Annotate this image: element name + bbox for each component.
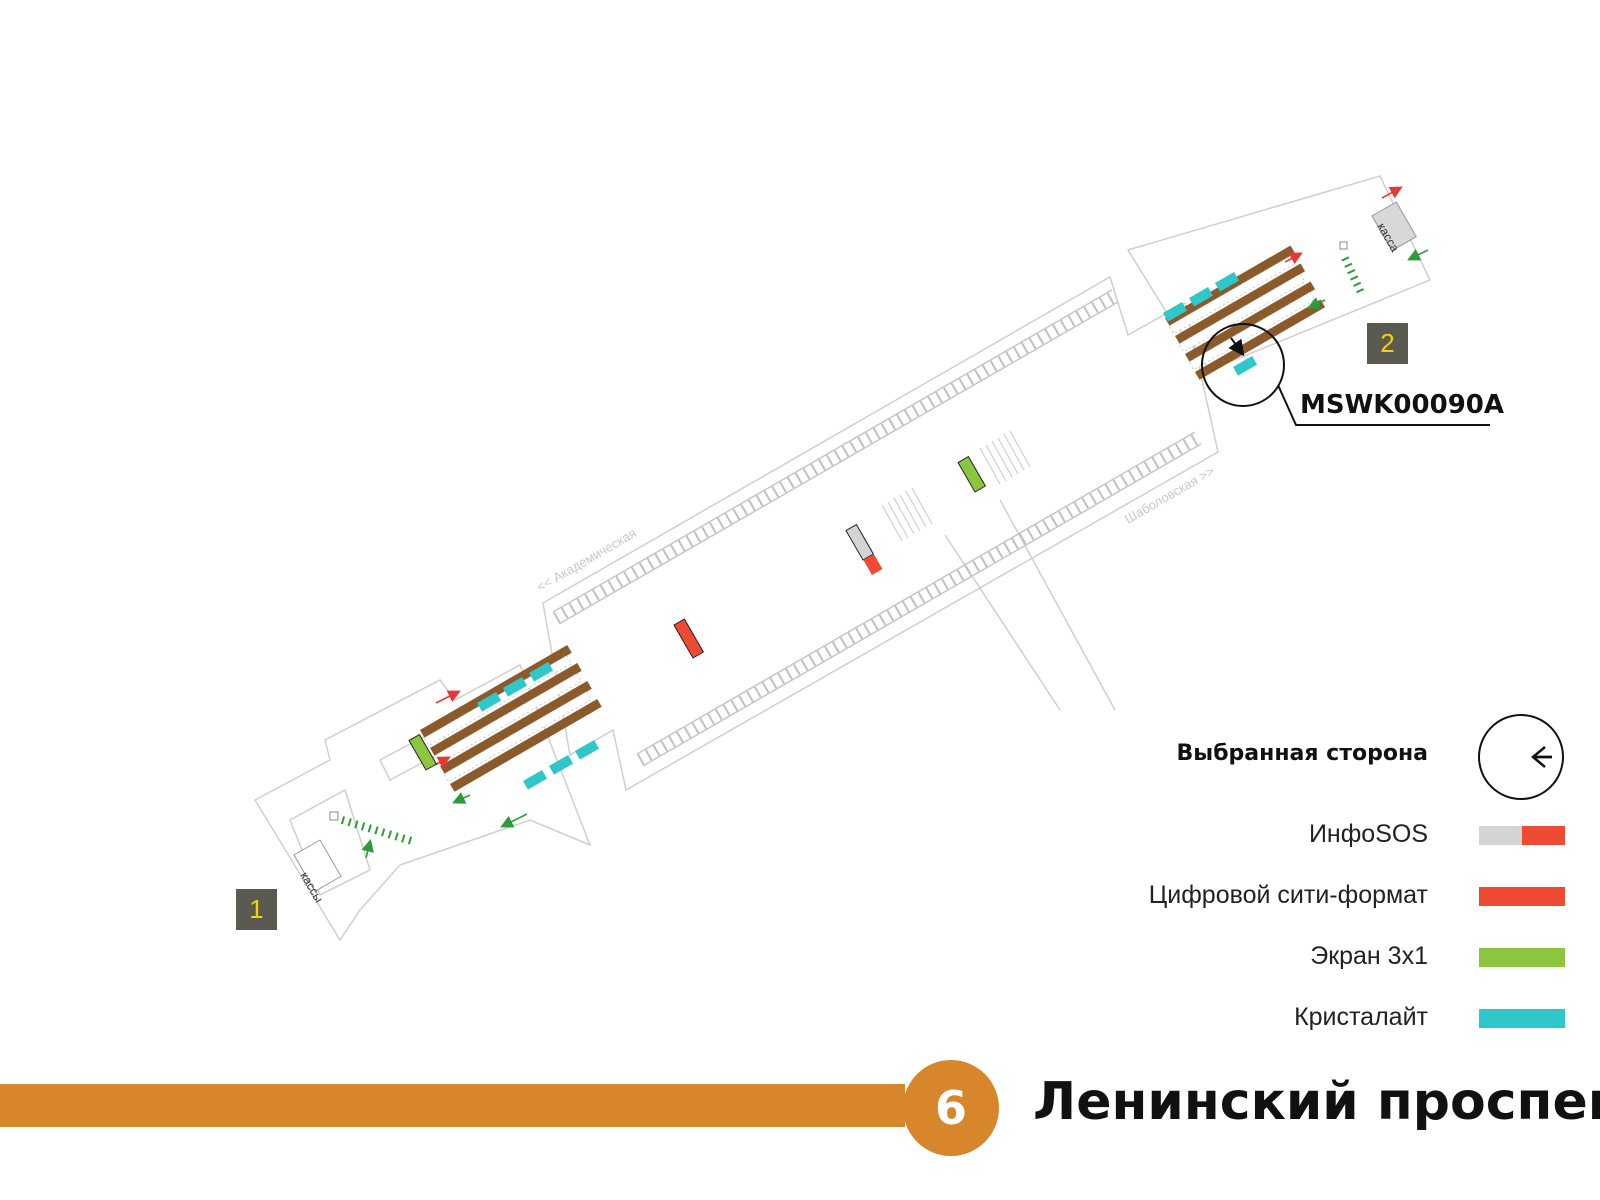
legend-title: Выбранная сторона bbox=[1176, 741, 1428, 766]
crystalite-panel bbox=[1163, 302, 1188, 322]
selected-side-callout bbox=[1201, 323, 1490, 426]
infosos bbox=[845, 523, 875, 561]
platform-outline bbox=[542, 275, 1219, 792]
crystalite-panel bbox=[575, 740, 600, 760]
legend-label-city-format: Цифровой сити-формат bbox=[1148, 881, 1428, 909]
infosos-units bbox=[845, 523, 883, 576]
crystalite-panel bbox=[522, 770, 548, 790]
cashier-1: кассы bbox=[293, 839, 342, 905]
screen-3x1 bbox=[957, 455, 987, 493]
direction-right: Шаболовская >> bbox=[1122, 463, 1217, 526]
turnstiles-1 bbox=[329, 811, 417, 846]
escalators-1 bbox=[420, 645, 602, 792]
city-format bbox=[673, 618, 705, 659]
legend-label-crystalite: Кристалайт bbox=[1294, 1003, 1428, 1031]
stairs-right bbox=[979, 430, 1031, 485]
station-name: Ленинский проспект bbox=[1033, 1072, 1600, 1132]
crystalite-panel bbox=[1189, 286, 1214, 307]
legend-label-infosos: ИнфоSOS bbox=[1308, 820, 1428, 848]
vestibule-2-outline bbox=[1126, 175, 1432, 371]
legend-selected-side-icon bbox=[1478, 714, 1564, 800]
crystalite-panels bbox=[477, 272, 1258, 790]
legend-swatch-infosos bbox=[1479, 826, 1565, 845]
legend-swatch-screen-3x1 bbox=[1479, 948, 1565, 967]
escalators-2 bbox=[1165, 245, 1326, 380]
stairs-left bbox=[881, 487, 933, 542]
infosos-red bbox=[863, 554, 883, 576]
entrance-2-badge: 2 bbox=[1367, 323, 1408, 364]
crystalite-panel bbox=[503, 677, 528, 697]
screens-3x1 bbox=[408, 455, 987, 771]
cashier-2: касса bbox=[1371, 201, 1417, 255]
crystalite-panel-selected bbox=[1233, 355, 1258, 376]
line-number-circle: 6 bbox=[903, 1060, 999, 1156]
callout-label: MSWK00090A bbox=[1300, 390, 1505, 420]
line-bar bbox=[0, 1084, 905, 1127]
entrance-1-badge: 1 bbox=[236, 889, 277, 930]
vestibule-1-outline bbox=[253, 663, 592, 942]
flow-arrows bbox=[361, 186, 1429, 859]
direction-left: << Академическая bbox=[534, 525, 639, 594]
legend-swatch-crystalite bbox=[1479, 1009, 1565, 1028]
city-formats bbox=[673, 618, 705, 659]
crystalite-panel bbox=[477, 692, 502, 712]
track-lower bbox=[636, 431, 1202, 767]
legend-label-screen-3x1: Экран 3x1 bbox=[1310, 942, 1428, 970]
track-upper bbox=[552, 289, 1119, 625]
crystalite-panel bbox=[549, 755, 574, 775]
legend-swatch-city-format bbox=[1479, 887, 1565, 906]
crystalite-panel bbox=[529, 662, 554, 682]
screen-3x1 bbox=[408, 733, 438, 771]
turnstiles-2 bbox=[1339, 241, 1366, 297]
crystalite-panel bbox=[1215, 272, 1240, 292]
